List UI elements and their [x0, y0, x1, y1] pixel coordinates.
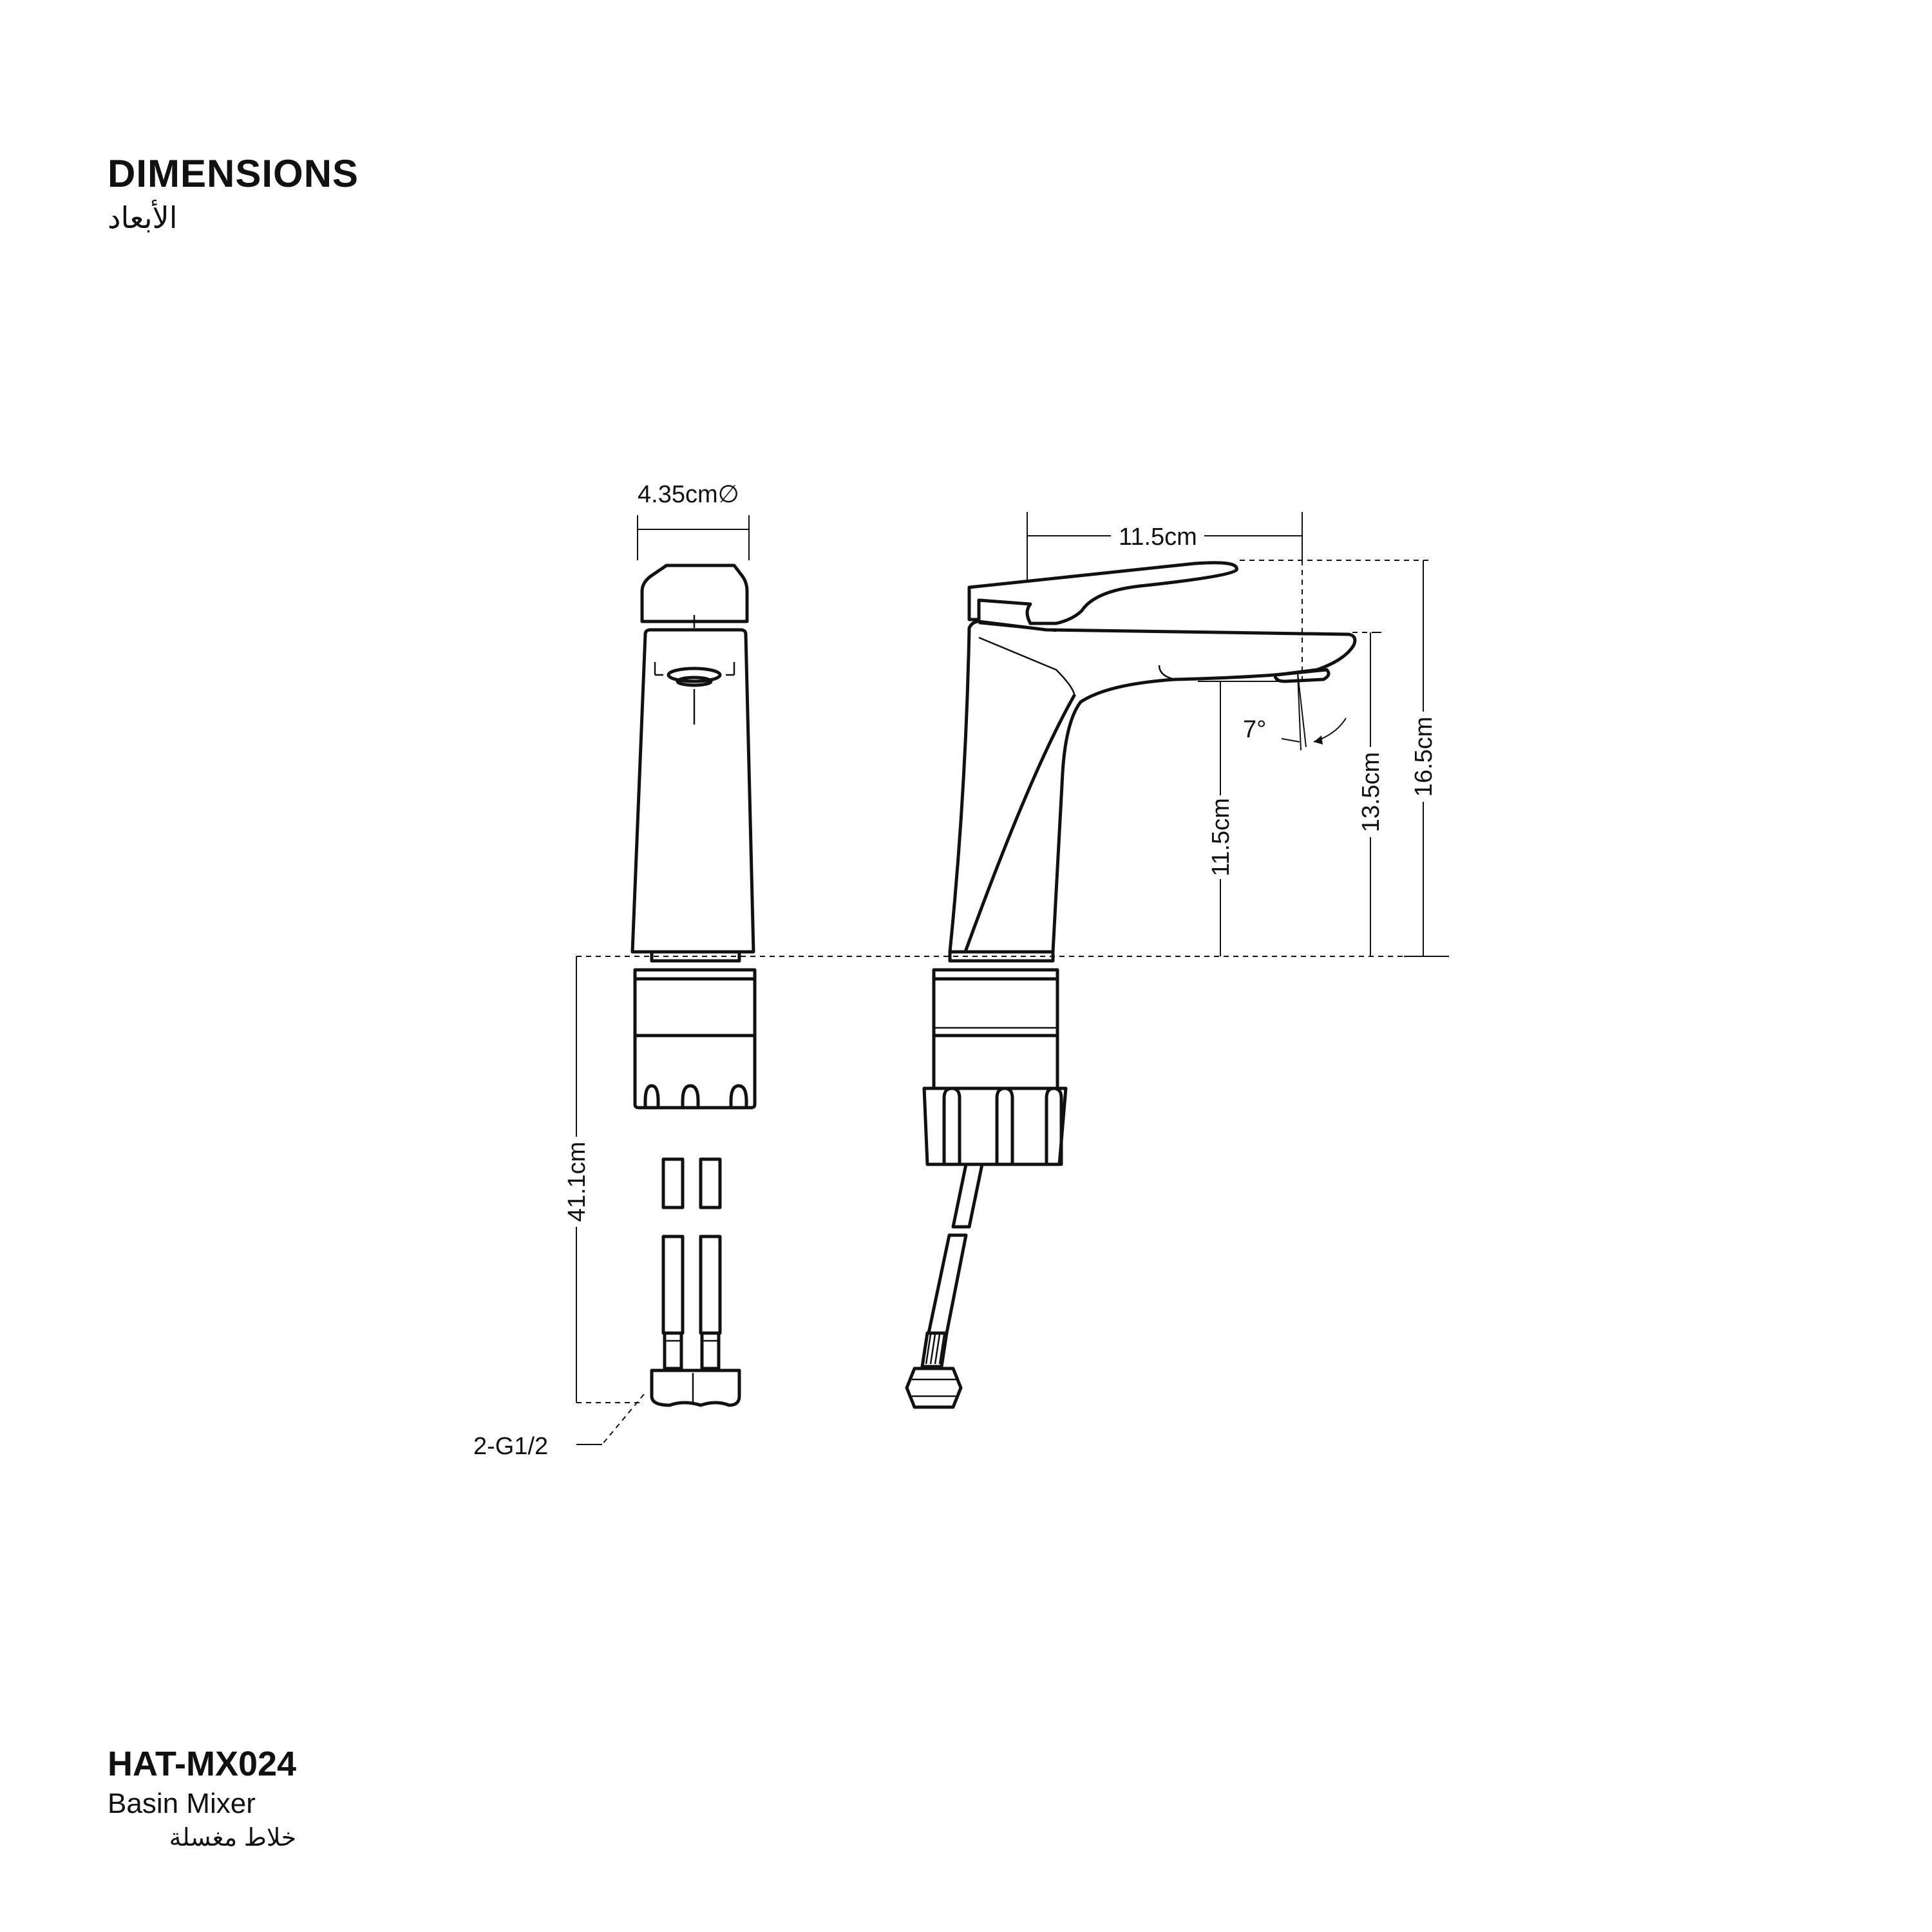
dimension-labels: 4.35cm∅ 11.5cm 7° 2-G1/2 11.5cm 13.5cm 1…	[473, 481, 1437, 1460]
front-ferrule-left	[663, 1331, 683, 1370]
side-nut-lower	[922, 1086, 1068, 1166]
angle-line	[1297, 672, 1302, 751]
front-base-ring	[650, 950, 741, 963]
front-nut-upper	[633, 977, 757, 1037]
side-view	[905, 561, 1357, 1409]
side-hose-lower	[927, 1233, 968, 1335]
page-title: DIMENSIONS	[108, 152, 359, 195]
page-title-arabic: الأبعاد	[108, 201, 178, 234]
dim-label-spout-height: 11.5cm	[1208, 798, 1235, 876]
front-body	[630, 628, 755, 954]
dim-label-angle: 7°	[1243, 716, 1266, 743]
front-hose-left-lower	[661, 1235, 685, 1335]
nut-rib	[643, 1084, 660, 1110]
ferrule-knurl	[925, 1334, 945, 1365]
dim-label-connection: 2-G1/2	[473, 1433, 548, 1460]
side-body-curve	[964, 694, 1076, 952]
dimension-lines	[576, 512, 1449, 1445]
dim-label-hose: 41.1cm	[564, 1142, 591, 1222]
front-aerator	[667, 667, 722, 683]
side-aerator	[1273, 668, 1331, 683]
angle-arrow	[1281, 738, 1300, 743]
spout-detail	[1158, 665, 1176, 681]
front-nut-lower	[633, 1034, 757, 1110]
nut-rib	[1045, 1086, 1063, 1166]
side-handle-lever	[967, 561, 1238, 625]
nut-rib	[995, 1086, 1014, 1166]
front-hex-fitting	[650, 1368, 741, 1407]
page-heading: DIMENSIONS الأبعاد	[108, 149, 359, 237]
side-body-top	[978, 622, 1057, 632]
side-ferrule	[920, 1331, 949, 1368]
front-hose-left-upper	[661, 1157, 685, 1209]
angle-arrowhead	[1314, 735, 1323, 744]
product-name: Basin Mixer	[108, 1788, 256, 1819]
dim-label-total: 16.5cm	[1410, 717, 1437, 797]
front-hose-right-lower	[699, 1235, 722, 1335]
side-nut-upper	[932, 977, 1059, 1037]
side-body-spout	[948, 620, 1357, 954]
dim-label-diameter: 4.35cm∅	[638, 481, 739, 508]
front-view	[630, 564, 757, 1407]
side-body-edge	[978, 636, 1075, 695]
dim-label-reach: 11.5cm	[1119, 524, 1197, 551]
front-aerator-inner	[676, 676, 713, 687]
leader-connection	[601, 1394, 645, 1445]
side-hose-upper	[951, 1162, 984, 1229]
side-hex-fitting	[905, 1367, 963, 1409]
nut-side	[932, 1034, 1059, 1090]
front-hose-right-upper	[699, 1157, 722, 1209]
angle-line	[1297, 672, 1307, 748]
nut-rib	[681, 1084, 700, 1110]
front-ferrule-right	[700, 1331, 721, 1370]
product-info: HAT-MX024 Basin Mixer خلاط مغسلة	[108, 1742, 296, 1854]
nut-rib	[729, 1084, 748, 1110]
product-code: HAT-MX024	[108, 1745, 297, 1783]
product-name-arabic: خلاط مغسلة	[169, 1824, 297, 1852]
nut-rib	[942, 1086, 961, 1166]
dim-label-spout-top: 13.5cm	[1358, 752, 1385, 833]
front-handle	[640, 564, 749, 623]
